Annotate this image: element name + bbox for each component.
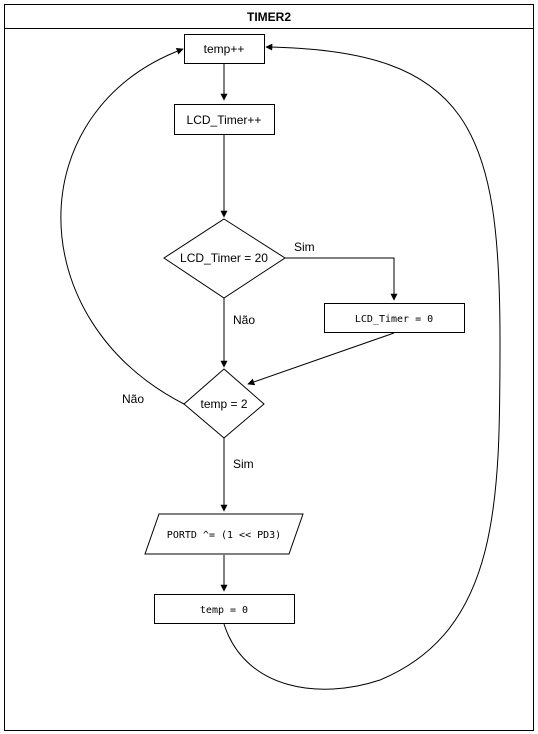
node-temp-inc: temp++ [184,34,265,64]
edge-lcd-check-yes [285,257,398,301]
diagram-title: TIMER2 [247,10,291,24]
edge-label-temp-yes: Sim [233,457,254,471]
decision-temp-check: temp = 2 [183,368,265,439]
node-temp-reset: temp = 0 [154,594,295,624]
edge-temp-reset-loop [223,43,501,690]
decision-lcd-check-label: LCD_Timer = 20 [180,251,268,265]
node-lcd-inc-label: LCD_Timer++ [187,113,262,127]
node-lcd-reset-label: LCD_Timer = 0 [355,314,433,325]
node-temp-inc-label: temp++ [204,42,245,56]
edge-label-temp-no: Não [122,392,144,406]
edge-temp-check-no [60,47,185,405]
decision-temp-check-label: temp = 2 [200,397,247,411]
io-toggle-portd: PORTD ^= (1 << PD3) [144,513,304,555]
edge-lcd-reset-to-temp-check [247,332,395,386]
edge-label-lcd-yes: Sim [294,240,315,254]
node-lcd-inc: LCD_Timer++ [174,104,275,135]
edges [60,43,501,690]
io-toggle-portd-label: PORTD ^= (1 << PD3) [167,530,281,541]
node-temp-reset-label: temp = 0 [200,605,248,616]
decision-lcd-check: LCD_Timer = 20 [163,218,286,299]
edge-label-lcd-no: Não [233,313,255,327]
node-lcd-reset: LCD_Timer = 0 [324,303,465,333]
